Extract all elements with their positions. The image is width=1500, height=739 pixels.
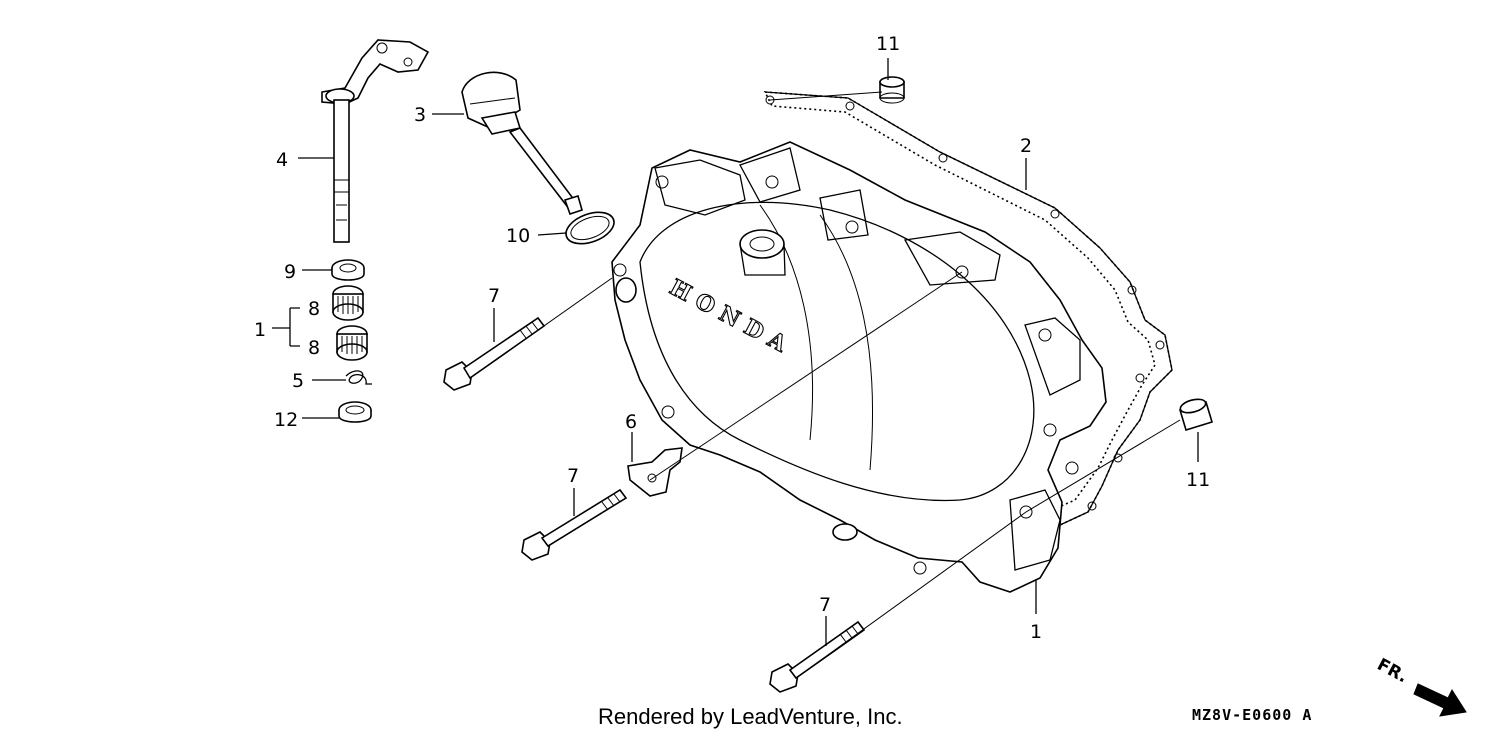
callout-labels: 4 3 10 9 8 1 8 5 12 7 6 7 7 11 2 11 1 [254,33,1210,643]
render-credit: Rendered by LeadVenture, Inc. [598,704,903,729]
dowel-pin-part-11-right[interactable] [1179,397,1213,432]
callout-5: 5 [292,370,304,392]
circlip-part-12[interactable] [338,401,372,423]
needle-bearing-part-8-upper[interactable] [332,285,364,321]
callout-7-lower: 7 [819,594,831,616]
callout-6: 6 [625,411,637,433]
callout-12: 12 [274,409,298,431]
callout-1-left: 1 [254,319,266,341]
front-arrow-icon [1413,683,1467,717]
needle-bearing-part-8-lower[interactable] [336,325,368,361]
callout-4: 4 [276,149,288,171]
diagram-code: MZ8V-E0600 A [1192,706,1312,724]
callout-2: 2 [1020,135,1032,157]
callout-10: 10 [506,225,530,247]
callout-leaders [272,58,1199,646]
callout-11-right: 11 [1186,469,1210,491]
shaft-arm-part-4[interactable] [321,39,430,243]
callout-7-middle: 7 [567,465,579,487]
front-direction-indicator: FR. [1374,655,1467,717]
o-ring-part-10[interactable] [562,206,619,249]
callout-1-right: 1 [1030,621,1042,643]
callout-3: 3 [414,104,426,126]
assembly-lines [469,91,1181,679]
gasket-part-2[interactable] [763,91,1173,527]
callout-8-upper: 8 [308,298,320,320]
dowel-pin-part-11-top[interactable] [879,76,905,104]
callout-8-lower: 8 [308,337,320,359]
bolt-part-7-lower[interactable] [769,620,866,693]
callout-9: 9 [284,261,296,283]
front-direction-label: FR. [1374,655,1411,687]
bracket-part-6[interactable] [627,447,683,497]
oil-filler-cap-part-3[interactable] [461,71,583,216]
bolt-part-7-middle[interactable] [521,488,628,561]
callout-11-top: 11 [876,33,900,55]
oil-seal-part-9[interactable] [331,259,365,281]
spring-part-5[interactable] [345,370,372,385]
callout-7-upper: 7 [488,285,500,307]
crankcase-cover-part-1[interactable]: HONDA [611,141,1107,593]
